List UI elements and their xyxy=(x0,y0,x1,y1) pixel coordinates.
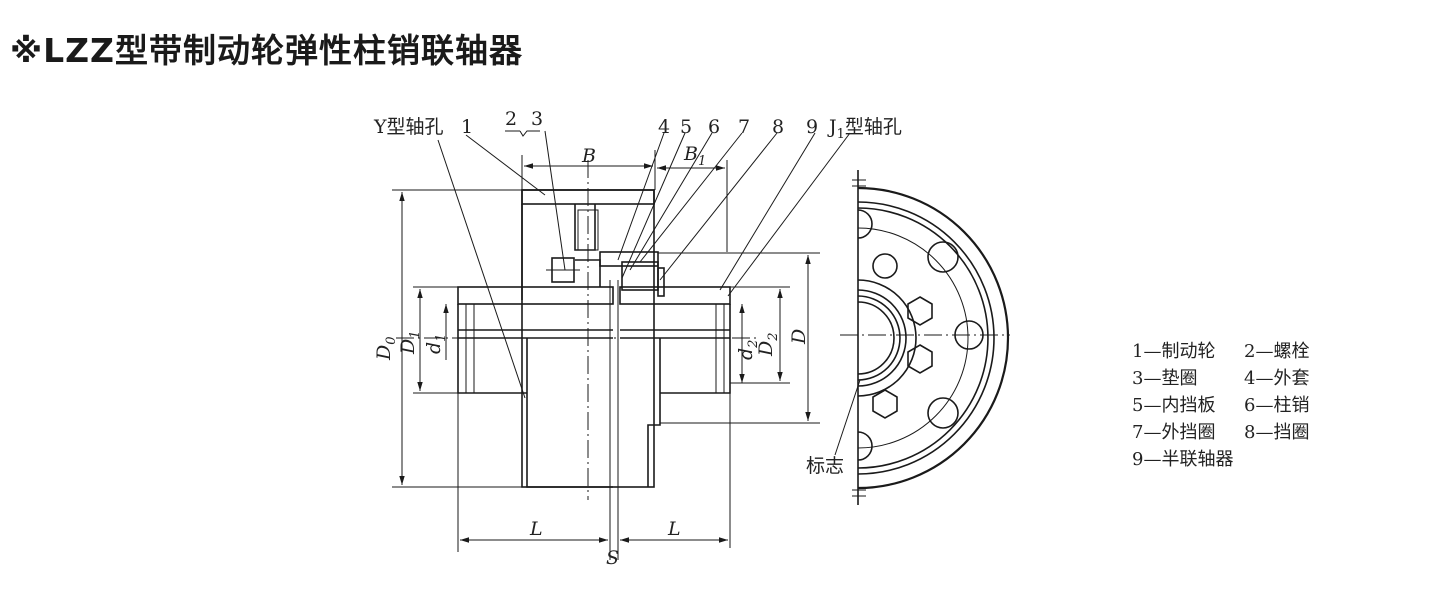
callout-3: 3 xyxy=(531,108,543,130)
callout-6: 6 xyxy=(708,116,720,138)
legend-item: 3—垫圈 xyxy=(1132,368,1198,389)
callout-2: 2 xyxy=(505,108,517,130)
dim-d2: d2 xyxy=(735,340,761,360)
end-view xyxy=(834,170,1010,505)
legend-row: 5—内挡板 6—柱销 xyxy=(1132,392,1309,419)
legend-item: 1—制动轮 xyxy=(1132,341,1216,362)
left-hub-section xyxy=(457,286,614,305)
dim-D0: D0 xyxy=(373,336,399,361)
y-bore-label: Y型轴孔 xyxy=(373,116,444,138)
legend-item: 4—外套 xyxy=(1244,368,1310,389)
outer-retainer xyxy=(657,267,665,297)
leader-lines xyxy=(437,130,851,399)
dim-S: S xyxy=(606,547,619,569)
dim-D2: D2 xyxy=(755,332,781,357)
legend-row: 7—外挡圈 8—挡圈 xyxy=(1132,419,1309,446)
callout-8: 8 xyxy=(772,116,784,138)
outer-sleeve xyxy=(599,251,659,267)
mark-label: 标志 xyxy=(806,455,844,477)
j1-bore-label: J1型轴孔 xyxy=(827,116,902,142)
legend-item: 5—内挡板 xyxy=(1132,395,1216,416)
dim-B: B xyxy=(581,145,596,167)
dimension-lines xyxy=(392,150,820,552)
callout-4: 4 xyxy=(658,116,670,138)
legend-item: 9—半联轴器 xyxy=(1132,449,1234,470)
dim-D1: D1 xyxy=(397,330,423,355)
legend-row: 1—制动轮 2—螺栓 xyxy=(1132,338,1309,365)
dim-d1: d1 xyxy=(423,334,449,354)
callout-9: 9 xyxy=(806,116,818,138)
callout-1: 1 xyxy=(461,116,473,138)
section-view xyxy=(396,160,760,560)
dimension-labels: B B1 D0 D1 d1 d2 D2 D L L S xyxy=(373,143,810,569)
parts-legend: 1—制动轮 2—螺栓 3—垫圈 4—外套 5—内挡板 6—柱销 7—外挡圈 8—挡圈 9… xyxy=(1132,338,1309,473)
page-title: ※LZZ型带制动轮弹性柱销联轴器 xyxy=(10,31,523,70)
dim-D: D xyxy=(788,329,810,345)
legend-item: 2—螺栓 xyxy=(1244,341,1310,362)
dim-L-right: L xyxy=(667,518,681,540)
right-hub-section xyxy=(619,286,731,305)
legend-item: 7—外挡圈 xyxy=(1132,422,1216,443)
dim-B1: B1 xyxy=(683,143,706,169)
legend-item: 8—挡圈 xyxy=(1244,422,1310,443)
legend-item: 6—柱销 xyxy=(1244,395,1310,416)
callout-labels: Y型轴孔 1 2 3 4 5 6 7 8 9 J1型轴孔 标志 xyxy=(373,108,902,477)
legend-row: 3—垫圈 4—外套 xyxy=(1132,365,1309,392)
legend-row: 9—半联轴器 xyxy=(1132,446,1309,473)
callout-7: 7 xyxy=(738,116,750,138)
callout-5: 5 xyxy=(680,116,692,138)
dim-L-left: L xyxy=(529,518,543,540)
